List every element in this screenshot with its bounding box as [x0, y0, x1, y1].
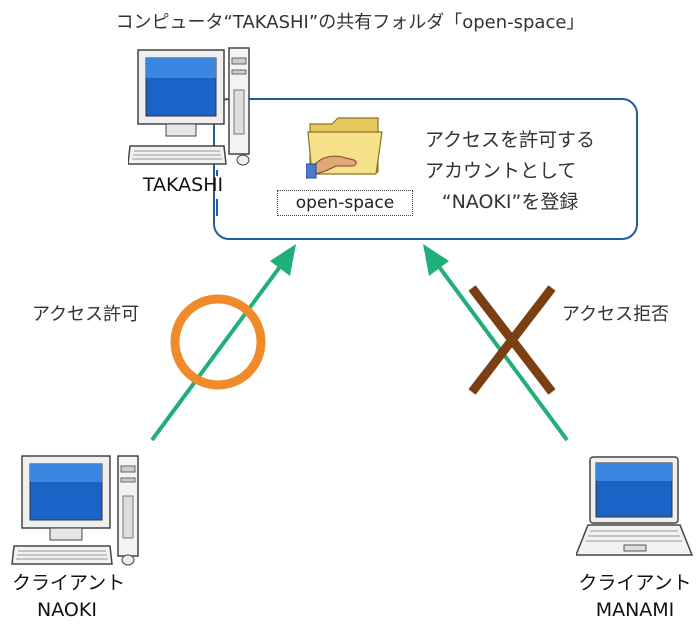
- client-manami-label: クライアント MANAMI: [576, 570, 694, 624]
- client-naoki-name: NAOKI: [37, 599, 97, 621]
- panel-description: アクセスを許可する アカウントとして “NAOKI”を登録: [425, 125, 595, 218]
- access-denied-label: アクセス拒否: [562, 304, 670, 325]
- server-name: TAKASHI: [142, 174, 224, 196]
- server-computer-icon: [128, 47, 250, 166]
- panel-text-line-3: “NAOKI”を登録: [441, 191, 579, 213]
- panel-text-line-2: アカウントとして: [425, 160, 577, 182]
- panel-text-line-1: アクセスを許可する: [425, 129, 596, 151]
- diagram-title: コンピュータ“TAKASHI”の共有フォルダ「open-space」: [115, 12, 585, 33]
- client-manami-name: MANAMI: [595, 599, 675, 621]
- client-naoki-type: クライアント: [12, 572, 126, 594]
- allowed-arrow: [150, 244, 296, 442]
- client-naoki-computer-icon: [11, 455, 139, 566]
- shared-folder-icon: [306, 117, 383, 179]
- shared-folder-label[interactable]: open-space: [277, 190, 413, 216]
- allowed-circle-mark: [170, 294, 266, 390]
- client-naoki-label: クライアント NAOKI: [12, 570, 126, 624]
- denied-cross-mark: [468, 285, 556, 395]
- denied-arrow: [423, 244, 569, 442]
- client-manami-type: クライアント: [578, 572, 692, 594]
- client-manami-laptop-icon: [576, 456, 694, 556]
- access-allowed-label: アクセス許可: [32, 304, 140, 325]
- shared-folder-panel: [213, 98, 638, 240]
